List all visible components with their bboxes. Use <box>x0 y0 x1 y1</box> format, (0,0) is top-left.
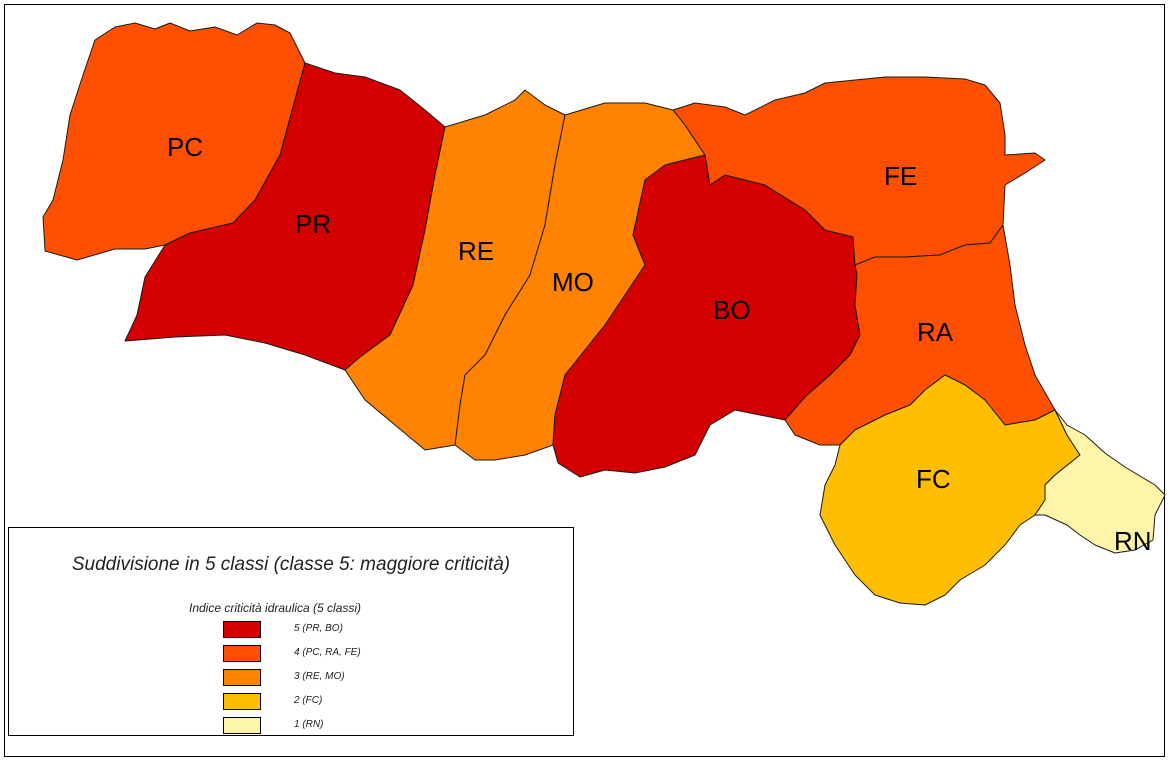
province-label-pc: PC <box>167 132 203 162</box>
province-label-mo: MO <box>552 267 594 297</box>
legend-swatch <box>223 693 261 710</box>
region-map: PC PR RE MO BO FE RA FC RN <box>42 22 1166 606</box>
legend-subtitle: Indice criticità idraulica (5 classi) <box>189 601 362 615</box>
legend-swatch <box>223 669 261 686</box>
legend-item: 4 (PC, RA, FE) <box>223 645 523 663</box>
province-label-bo: BO <box>713 295 751 325</box>
legend: Suddivisione in 5 classi (classe 5: magg… <box>8 527 574 736</box>
legend-item-label: 2 (FC) <box>294 695 323 706</box>
legend-swatch <box>223 645 261 662</box>
legend-swatch <box>223 621 261 638</box>
province-fe[interactable] <box>672 76 1046 266</box>
legend-item-label: 4 (PC, RA, FE) <box>294 647 361 658</box>
legend-item: 1 (RN) <box>223 717 523 735</box>
province-pr[interactable] <box>124 62 446 371</box>
province-label-fe: FE <box>884 161 917 191</box>
legend-item: 2 (FC) <box>223 693 523 711</box>
legend-item-label: 5 (PR, BO) <box>294 623 343 634</box>
province-label-fc: FC <box>916 464 951 494</box>
legend-item-label: 3 (RE, MO) <box>294 671 345 682</box>
province-label-re: RE <box>458 236 494 266</box>
legend-item: 5 (PR, BO) <box>223 621 523 639</box>
legend-item: 3 (RE, MO) <box>223 669 523 687</box>
legend-title: Suddivisione in 5 classi (classe 5: magg… <box>71 554 511 575</box>
province-label-ra: RA <box>917 317 954 347</box>
legend-item-label: 1 (RN) <box>294 719 324 730</box>
province-label-pr: PR <box>295 209 331 239</box>
legend-swatch <box>223 717 261 734</box>
province-rn[interactable] <box>1034 409 1166 554</box>
province-label-rn: RN <box>1114 526 1152 556</box>
